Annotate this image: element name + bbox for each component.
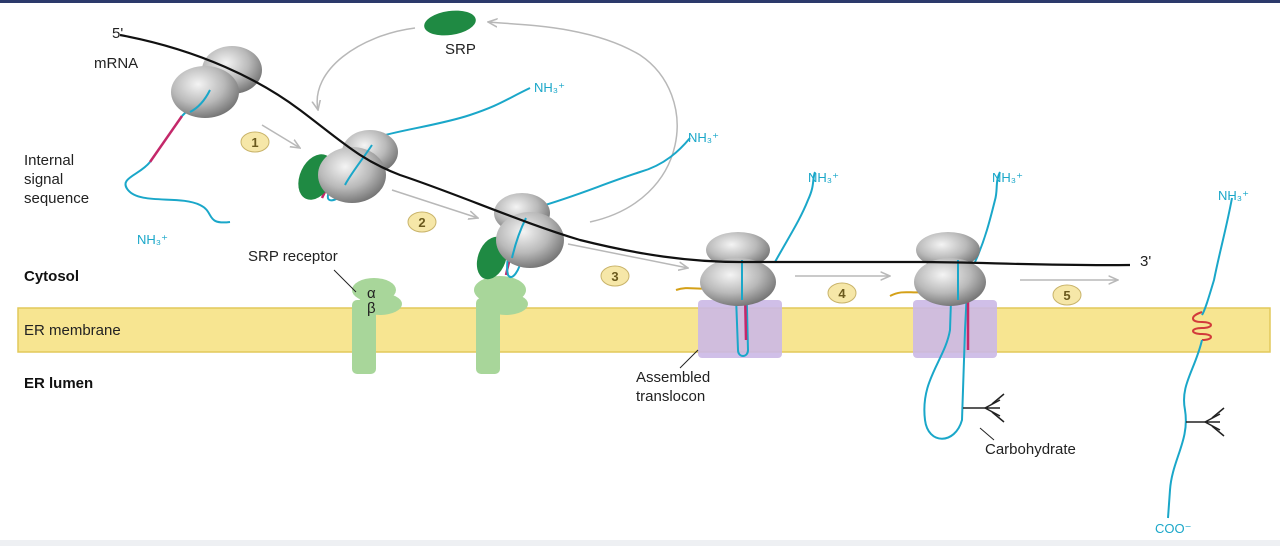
peptide-2 — [373, 87, 531, 139]
step-badge-4: 4 — [827, 282, 857, 304]
label-nh3-4: NH₃⁺ — [808, 170, 839, 185]
transmembrane-helix — [1192, 311, 1212, 341]
carbohydrate-2 — [1186, 407, 1225, 437]
step3-arrow — [567, 243, 688, 268]
label-beta: β — [367, 300, 376, 317]
step2-arrow — [391, 189, 478, 218]
label-three-prime: 3' — [1140, 253, 1151, 270]
ribosome-1 — [171, 46, 262, 118]
step-badge-1: 1 — [240, 131, 270, 153]
signal-seq-1 — [148, 115, 184, 163]
srp-recycle-arrow — [488, 22, 678, 223]
label-nh3-3: NH₃⁺ — [688, 130, 719, 145]
label-nh3-2: NH₃⁺ — [534, 80, 565, 95]
svg-text:1: 1 — [251, 135, 258, 150]
label-nh3-6: NH₃⁺ — [1218, 188, 1249, 203]
label-cytosol: Cytosol — [24, 268, 79, 285]
translocon-1 — [698, 300, 782, 358]
step-badge-3: 3 — [600, 265, 630, 287]
carbohydrate-1 — [963, 393, 1005, 423]
label-srp-receptor: SRP receptor — [248, 248, 338, 265]
bottom-border — [0, 540, 1280, 546]
svg-text:2: 2 — [418, 215, 425, 230]
label-nh3-5: NH₃⁺ — [992, 170, 1023, 185]
peptide-4-loop — [734, 267, 750, 357]
label-internal: Internal — [24, 152, 74, 169]
translocon-2 — [913, 300, 997, 358]
label-five-prime: 5' — [112, 25, 123, 42]
label-er-membrane: ER membrane — [24, 322, 121, 339]
svg-text:4: 4 — [838, 286, 846, 301]
label-assembled: Assembled — [636, 369, 710, 386]
exit-channel-1 — [189, 89, 211, 113]
label-carbohydrate: Carbohydrate — [985, 441, 1076, 458]
label-sequence: sequence — [24, 190, 89, 207]
top-border — [0, 0, 1280, 3]
label-translocon: translocon — [636, 388, 705, 405]
step-badge-5: 5 — [1052, 284, 1082, 306]
label-alpha: α — [367, 285, 376, 302]
carbohydrate-pointer — [979, 427, 995, 441]
label-nh3-1: NH₃⁺ — [137, 232, 168, 247]
label-coo: COO⁻ — [1155, 521, 1191, 536]
peptide-5 — [974, 171, 1001, 263]
mrna-strand — [119, 33, 1131, 267]
peptide-1-tail — [124, 161, 231, 224]
srp-binding-arrow — [317, 27, 416, 110]
peptide-5-lumen — [923, 269, 969, 440]
peptide-6-lumen — [1167, 339, 1203, 519]
svg-text:3: 3 — [611, 269, 618, 284]
step1-arrow — [261, 124, 300, 148]
peptide-6 — [1201, 197, 1233, 316]
srp-receptor-2 — [474, 276, 528, 374]
step-badge-2: 2 — [407, 211, 437, 233]
srp-free — [424, 10, 476, 36]
label-signal: signal — [24, 171, 63, 188]
er-membrane-band — [17, 307, 1271, 353]
translocon-pointer — [679, 349, 699, 369]
srp-receptor-pointer — [333, 269, 357, 293]
ribosome-3 — [494, 193, 564, 268]
exit-channel-2 — [344, 144, 373, 186]
label-srp: SRP — [445, 41, 476, 58]
ribosome-5 — [914, 232, 986, 306]
svg-text:5: 5 — [1063, 288, 1070, 303]
ribosome-4 — [700, 232, 776, 306]
peptide-4 — [774, 171, 816, 263]
label-mrna: mRNA — [94, 55, 138, 72]
label-er-lumen: ER lumen — [24, 375, 93, 392]
srp-receptor-1 — [352, 278, 402, 374]
peptide-3 — [534, 137, 691, 209]
